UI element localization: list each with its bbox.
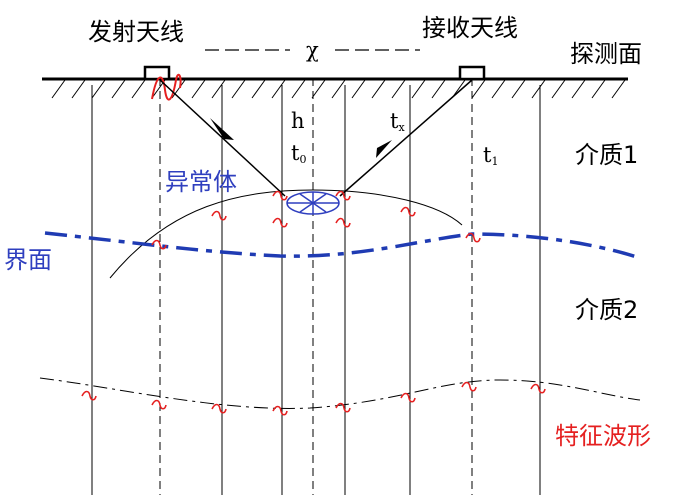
incident-arrow xyxy=(210,118,234,140)
ground-hatching xyxy=(51,79,626,99)
antenna-projection-lines xyxy=(159,78,473,495)
t0-label: t0 xyxy=(291,141,306,166)
waveform-marks xyxy=(81,190,546,416)
anomaly-body xyxy=(286,191,340,215)
lower-reflector-line xyxy=(39,377,641,409)
anomaly-label: 异常体 xyxy=(165,168,237,196)
interface-line xyxy=(44,231,641,260)
transmit-antenna-box xyxy=(143,65,171,81)
transmit-antenna-label: 发射天线 xyxy=(88,18,184,46)
trace-lines xyxy=(91,85,541,495)
reflected-arrow xyxy=(376,140,392,158)
survey-surface-label: 探测面 xyxy=(570,40,642,68)
t1-label: t1 xyxy=(483,143,498,168)
receive-antenna-box xyxy=(458,65,486,81)
receive-antenna-label: 接收天线 xyxy=(422,14,518,42)
tx-label: tx xyxy=(390,109,405,134)
medium1-label: 介质1 xyxy=(575,141,638,169)
medium2-label: 介质2 xyxy=(575,296,638,324)
distance-label: χ xyxy=(306,38,319,62)
incident-ray xyxy=(159,79,286,197)
reflected-ray xyxy=(339,79,473,197)
interface-label: 界面 xyxy=(4,246,52,274)
transmit-pulse xyxy=(151,73,182,101)
anomaly-hyperbola xyxy=(109,189,463,279)
characteristic-waveform-label: 特征波形 xyxy=(555,422,651,450)
h-label: h xyxy=(291,109,305,133)
